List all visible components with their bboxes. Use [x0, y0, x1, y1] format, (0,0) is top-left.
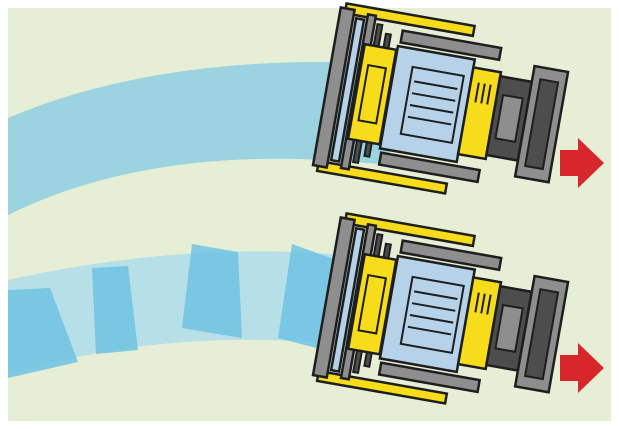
swath-patch	[8, 288, 78, 378]
continuous-swath-path	[8, 62, 400, 215]
swath-patch	[92, 266, 138, 354]
arrow-right-icon	[560, 138, 604, 188]
swath-patch	[182, 244, 242, 338]
scene-continuous	[8, 1, 604, 215]
arrow-right-icon	[560, 343, 604, 393]
scene-patched	[8, 211, 604, 423]
